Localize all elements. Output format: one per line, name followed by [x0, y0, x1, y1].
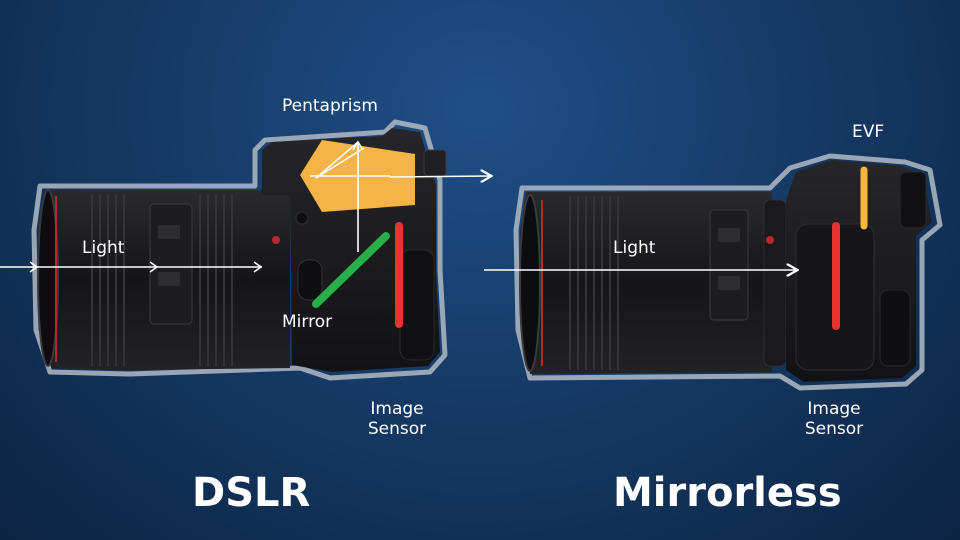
dslr-stabilizer-switch [158, 272, 180, 286]
mirrorless-lens-switch-panel [709, 209, 749, 321]
dslr-mirror-label: Mirror [282, 312, 333, 332]
mirrorless-camera [484, 153, 943, 391]
mirrorless-image-sensor-label-line1: Image [807, 399, 861, 419]
dslr-light-ray [0, 261, 263, 273]
dslr-grip [399, 249, 435, 361]
dslr-image-sensor-label-line1: Image [370, 399, 424, 419]
dslr-image-sensor-label-line2: Sensor [367, 419, 427, 439]
mirrorless-image-sensor-label-line2: Sensor [804, 419, 864, 439]
dslr-camera [0, 119, 490, 381]
dslr-viewfinder-ray [389, 176, 490, 177]
dslr-lens-release [297, 259, 323, 301]
dslr-mount-indicator [272, 236, 280, 244]
mirrorless-mount [763, 199, 787, 367]
dslr-pentaprism-label: Pentaprism [282, 96, 378, 116]
mirrorless-mount-indicator [766, 236, 774, 244]
dslr-lens-front-rim [37, 189, 59, 367]
dslr-light-label: Light [82, 238, 125, 258]
dslr-lens-switch-panel [149, 203, 193, 325]
dslr-image-sensor-label: Image Sensor [352, 399, 442, 439]
dslr-mode-dial [423, 149, 447, 177]
mirrorless-eyecup [899, 171, 927, 229]
dslr-pentaprism-light-path [310, 141, 390, 252]
mirrorless-stabilizer-switch [718, 276, 740, 290]
mirrorless-lens [520, 192, 772, 374]
dslr-lens-ribs [91, 194, 233, 366]
mirrorless-light-label: Light [613, 238, 656, 258]
mirrorless-evf-label: EVF [852, 122, 885, 142]
dslr-mirror [312, 232, 390, 308]
mirrorless-af-switch [718, 228, 740, 242]
dslr-upward-arrow [352, 140, 364, 151]
mirrorless-image-sensor-label: Image Sensor [789, 399, 879, 439]
mirrorless-lens-ribs [569, 196, 619, 370]
dslr-af-switch [158, 225, 180, 239]
mirrorless-title: Mirrorless [613, 470, 842, 516]
mirrorless-grip [879, 289, 911, 367]
mirrorless-lens-front-rim [519, 194, 541, 372]
dslr-button [295, 211, 309, 225]
dslr-title: DSLR [192, 470, 311, 516]
